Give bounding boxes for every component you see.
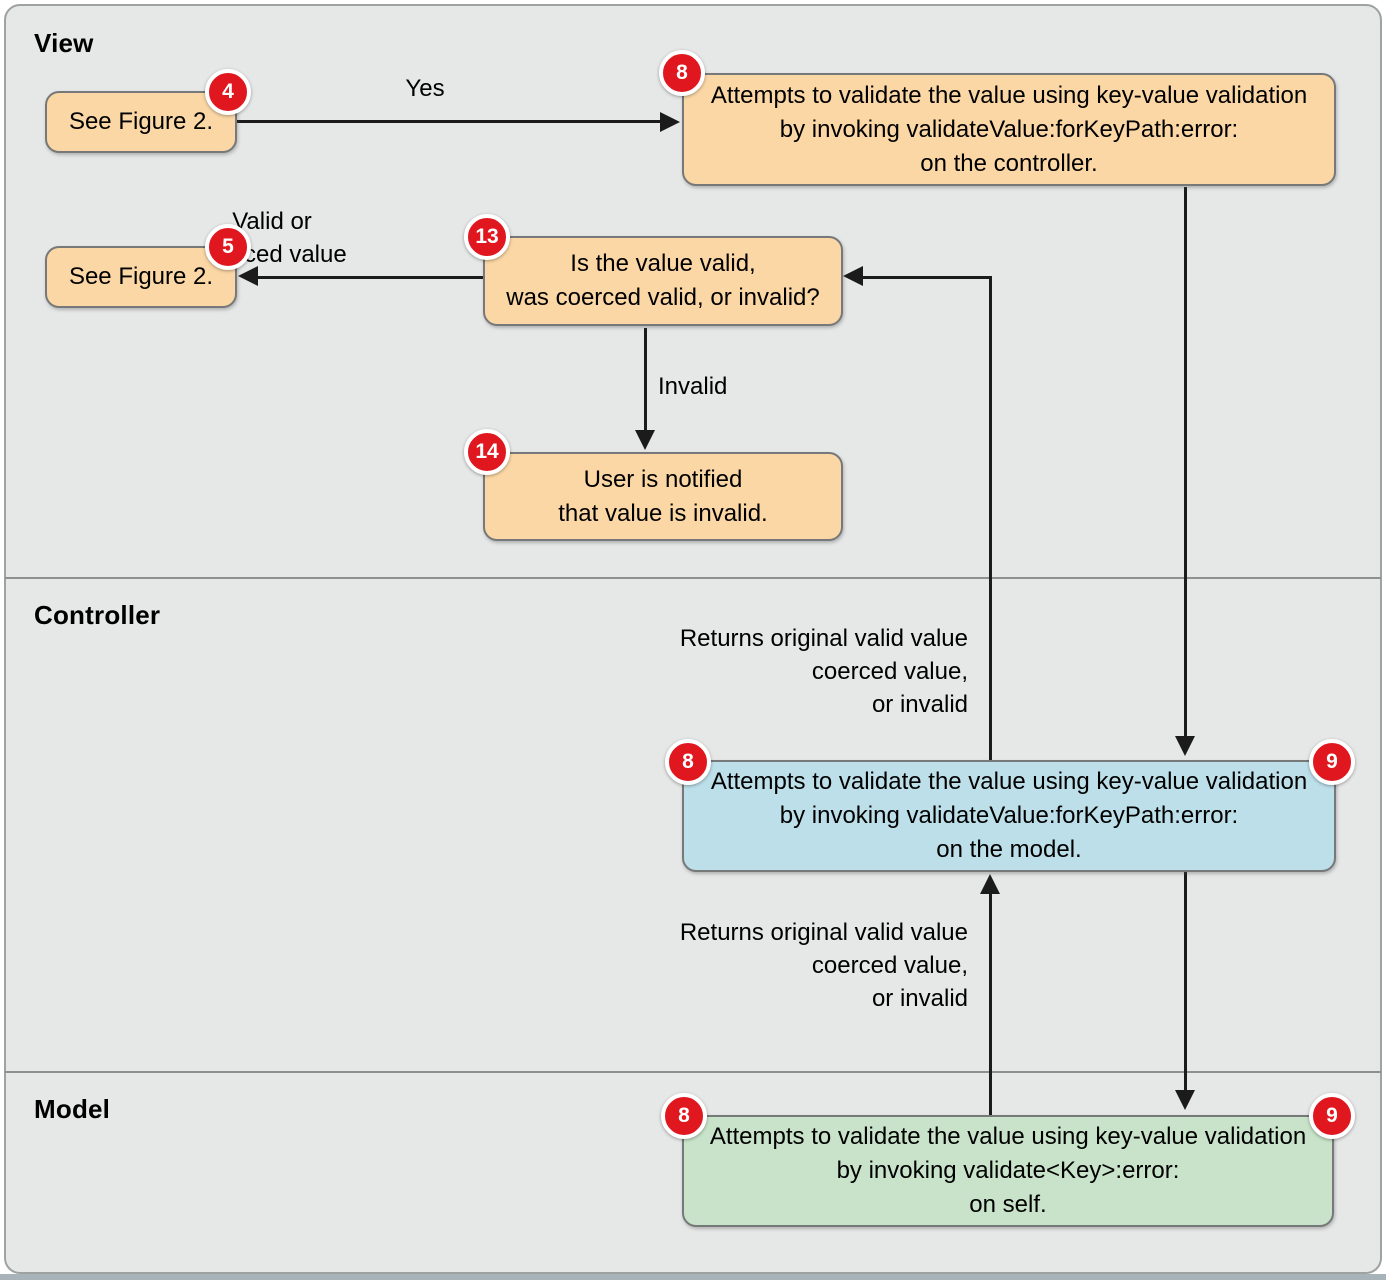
arrow-invalid-head: [635, 430, 655, 450]
edge-label-invalid: Invalid: [658, 373, 728, 400]
node-user-notified-line2: that value is invalid.: [558, 499, 768, 527]
arrow-controller-to-model-line: [1184, 872, 1187, 1092]
node-validate-controller-line2: by invoking validateValue:forKeyPath:err…: [779, 115, 1239, 143]
node-validate-controller: Attempts to validate the value using key…: [682, 73, 1336, 186]
edge-label-returns-controller-line3: or invalid: [871, 691, 968, 718]
node-see-figure-bottom: See Figure 2.: [45, 246, 237, 308]
node-validate-self-line2: by invoking validate<Key>:error:: [836, 1157, 1180, 1184]
edge-label-returns-model-line3: or invalid: [871, 985, 968, 1012]
node-user-notified-line1: User is notified: [583, 465, 743, 493]
node-is-valid: Is the value valid, was coerced valid, o…: [483, 236, 843, 326]
node-is-valid-line2: was coerced valid, or invalid?: [506, 284, 820, 311]
arrow-controller-to-view-hline: [858, 276, 991, 279]
node-see-figure-bottom-label: See Figure 2.: [68, 263, 214, 290]
arrow-yes-line: [237, 120, 665, 123]
badge-8-model: 8: [661, 1093, 707, 1139]
node-is-valid-line1: Is the value valid,: [570, 250, 756, 277]
badge-5: 5: [205, 224, 251, 270]
node-see-figure-top: See Figure 2.: [45, 91, 237, 153]
arrow-invalid-line: [644, 328, 647, 434]
badge-8-view: 8: [659, 50, 705, 96]
edge-label-yes: Yes: [405, 75, 445, 102]
badge-4: 4: [205, 69, 251, 115]
lane-label-model: Model: [34, 1094, 111, 1124]
node-validate-controller-line1: Attempts to validate the value using key…: [710, 81, 1308, 109]
node-validate-model-line3: on the model.: [936, 836, 1082, 863]
lane-label-view: View: [34, 28, 94, 58]
badge-9-model: 9: [1309, 1093, 1355, 1139]
arrow-view-to-controller-head: [1175, 736, 1195, 756]
page-bottom-rule: [0, 1274, 1386, 1280]
arrow-yes-head: [660, 112, 680, 132]
edge-label-valid-or-line1: Valid or: [232, 208, 312, 235]
arrow-model-to-controller-head: [980, 874, 1000, 894]
figure-container: [4, 4, 1382, 1274]
edge-label-returns-model-line1: Returns original valid value: [679, 919, 968, 946]
badge-9-controller: 9: [1309, 739, 1355, 785]
edge-label-returns-controller-line2: coerced value,: [811, 658, 968, 685]
edge-label-returns-model-line2: coerced value,: [811, 952, 968, 979]
badge-8-controller: 8: [665, 739, 711, 785]
lane-divider-controller-model: [5, 1071, 1381, 1073]
node-user-notified: User is notified that value is invalid.: [483, 452, 843, 541]
node-validate-model: Attempts to validate the value using key…: [682, 760, 1336, 872]
node-see-figure-top-label: See Figure 2.: [68, 108, 214, 135]
arrow-controller-to-model-head: [1175, 1090, 1195, 1110]
node-validate-controller-line3: on the controller.: [920, 149, 1098, 177]
edge-label-returns-controller: Returns original valid value coerced val…: [640, 622, 968, 721]
node-validate-model-line1: Attempts to validate the value using key…: [710, 768, 1308, 795]
arrow-controller-to-view-head: [843, 266, 863, 286]
lane-label-controller: Controller: [34, 600, 161, 630]
node-validate-self: Attempts to validate the value using key…: [682, 1115, 1334, 1227]
arrow-controller-to-view-vline: [989, 276, 992, 760]
badge-13: 13: [464, 214, 510, 260]
node-validate-model-line2: by invoking validateValue:forKeyPath:err…: [779, 802, 1239, 829]
arrow-view-to-controller-line: [1184, 187, 1187, 738]
edge-label-returns-model: Returns original valid value coerced val…: [640, 916, 968, 1015]
arrow-valid-head: [238, 266, 258, 286]
node-validate-self-line3: on self.: [969, 1191, 1047, 1218]
badge-14: 14: [464, 429, 510, 475]
arrow-valid-line: [254, 276, 483, 279]
edge-label-returns-controller-line1: Returns original valid value: [679, 625, 968, 652]
arrow-model-to-controller-line: [989, 894, 992, 1115]
node-validate-self-line1: Attempts to validate the value using key…: [709, 1123, 1307, 1150]
lane-divider-view-controller: [5, 577, 1381, 579]
